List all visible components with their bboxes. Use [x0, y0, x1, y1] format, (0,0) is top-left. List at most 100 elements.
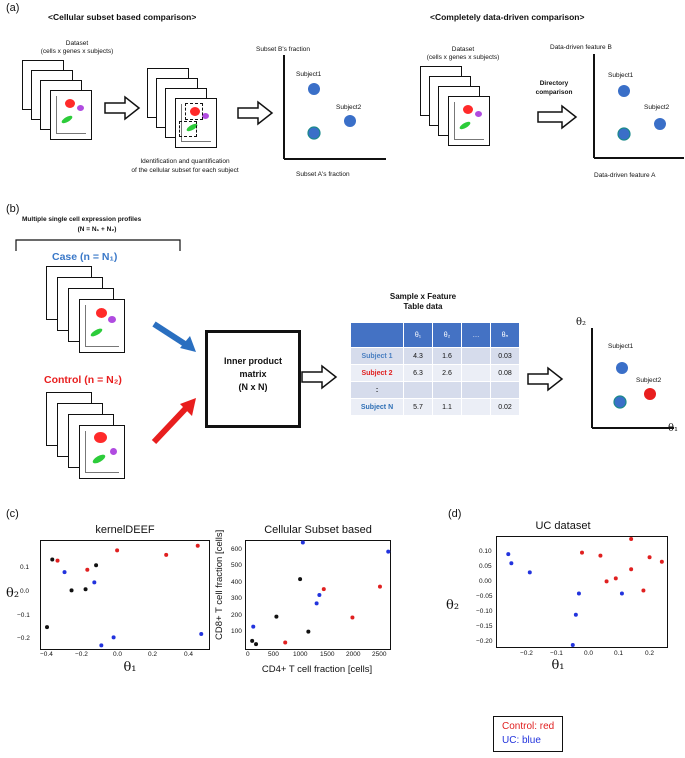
table-title: Sample x Feature [389, 292, 457, 301]
x-tick-label: −0.1 [550, 650, 563, 657]
scatter-point [647, 555, 652, 560]
identification-label: Identification and quantification [140, 158, 230, 165]
scatter-point [314, 601, 319, 606]
scatter-point [629, 567, 634, 572]
table-subtitle: Table data [403, 302, 443, 311]
table-header-cell: θ₁ [403, 322, 433, 348]
y-tick-label: 200 [231, 612, 242, 619]
x-tick-label: 500 [268, 651, 279, 658]
y-tick-label: −0.15 [476, 623, 493, 630]
scatter-point [195, 543, 200, 548]
scatter-point [509, 561, 514, 566]
case-label: Case (n = N₁) [52, 251, 118, 263]
x-tick-label: 1000 [293, 651, 308, 658]
scatter-point [45, 625, 50, 630]
y-tick-label: −0.1 [17, 612, 30, 619]
table-header-cell: θₙ [490, 322, 520, 348]
scatter-point [641, 588, 646, 593]
control-card-stack [46, 392, 141, 492]
x-tick-label: 0 [246, 651, 250, 658]
directory-label: Directory [539, 80, 569, 87]
arrow-right-icon [527, 366, 564, 392]
y-tick-label: 500 [231, 562, 242, 569]
row-name: : [350, 381, 404, 399]
y-tick-label: 600 [231, 546, 242, 553]
table-cell [461, 381, 491, 399]
scatter-point [580, 550, 584, 555]
matrix-label: matrix [239, 369, 267, 379]
y-tick-label: 0.05 [479, 563, 492, 570]
profiles-title: Multiple single cell expression profiles [22, 216, 142, 223]
scatter-point [506, 552, 511, 557]
matrix-size-label: (N x N) [238, 382, 268, 392]
cd4-xlabel: CD4+ T cell fraction [cells] [261, 664, 373, 675]
cd8-ylabel: CD8+ T cell fraction [cells] [214, 529, 225, 640]
data-driven-heading: <Completely data-driven comparison> [430, 12, 585, 22]
scatter-point [350, 615, 355, 620]
uc-dataset-title: UC dataset [535, 520, 591, 532]
x-tick-label: 0.0 [113, 651, 123, 658]
y-tick-label: 0.00 [479, 578, 492, 585]
legend-control: Control: red [502, 721, 555, 732]
cellular-subset-heading: <Cellular subset based comparison> [48, 12, 197, 22]
y-tick-label: 400 [231, 579, 242, 586]
theta2-axis-label: θ₂ [576, 317, 587, 328]
scatter-point [94, 563, 99, 568]
table-cell [432, 381, 462, 399]
control-label: Control (n = N₂) [44, 374, 122, 386]
inner-product-label: Inner product [224, 356, 282, 366]
scatter-point [598, 553, 603, 558]
feature-table: θ₁ θ₂ … θₙ Subject 1 4.3 1.6 0.03 Subjec… [350, 322, 520, 416]
subset-a-axis-label: Subset A's fraction [296, 171, 350, 178]
table-row: Subject 1 4.3 1.6 0.03 [350, 347, 520, 365]
table-cell: 0.02 [490, 398, 520, 416]
plot-frame [40, 540, 210, 650]
kerneldeef-title: kernelDEEF [95, 524, 155, 536]
y-tick-label: 0.1 [20, 564, 30, 571]
inner-product-matrix-box: Inner product matrix (N x N) [205, 330, 301, 428]
uc-ylabel: θ₂ [446, 598, 460, 613]
table-row: Subject 2 6.3 2.6 0.08 [350, 364, 520, 382]
identification-sublabel: of the cellular subset for each subject [131, 167, 239, 174]
scatter-point [83, 587, 88, 592]
kerneldeef-ylabel: θ₂ [6, 586, 20, 601]
y-tick-label: −0.10 [476, 608, 493, 615]
row-name: Subject 2 [350, 364, 404, 382]
subject1-label-theta: Subject1 [608, 343, 634, 350]
scatter-point [251, 624, 256, 629]
row-name: Subject N [350, 398, 404, 416]
scatter-point [386, 549, 391, 554]
subject2-label-right: Subject2 [644, 104, 670, 111]
scatter-point [659, 559, 664, 564]
scatter-point [629, 537, 634, 542]
scatter-point [321, 587, 326, 592]
table-cell: 6.3 [403, 364, 433, 382]
dataset-card-stack [22, 60, 102, 150]
theta-scatter-plot [591, 328, 674, 429]
scatter-point [570, 642, 575, 647]
table-header-cell: θ₂ [432, 322, 462, 348]
y-tick-label: 0.0 [20, 588, 30, 595]
scatter-point [99, 643, 104, 648]
dataset-label: Dataset [65, 40, 89, 47]
table-cell: 0.03 [490, 347, 520, 365]
table-cell: 1.6 [432, 347, 462, 365]
data-driven-feature-plot [593, 54, 684, 159]
scatter-point [115, 548, 120, 553]
scatter-point [62, 570, 67, 575]
theta1-axis-label: θ₁ [668, 423, 679, 434]
subject1-label-right: Subject1 [608, 72, 634, 79]
table-row: Subject N 5.7 1.1 0.02 [350, 398, 520, 416]
scatter-point [527, 570, 532, 575]
y-tick-label: −0.2 [17, 635, 30, 642]
case-card-stack [46, 266, 141, 366]
scatter-point [298, 577, 303, 582]
scatter-point [85, 567, 90, 572]
arrow-right-icon [237, 100, 274, 126]
dataset-card-stack-right [420, 66, 500, 156]
table-cell [461, 364, 491, 382]
kerneldeef-xlabel: θ₁ [123, 660, 137, 675]
x-tick-label: 0.2 [148, 651, 158, 658]
dataset-sublabel-right: (cells x genes x subjects) [426, 54, 500, 61]
profiles-subtitle: (N = N₁ + N₂) [77, 226, 117, 233]
